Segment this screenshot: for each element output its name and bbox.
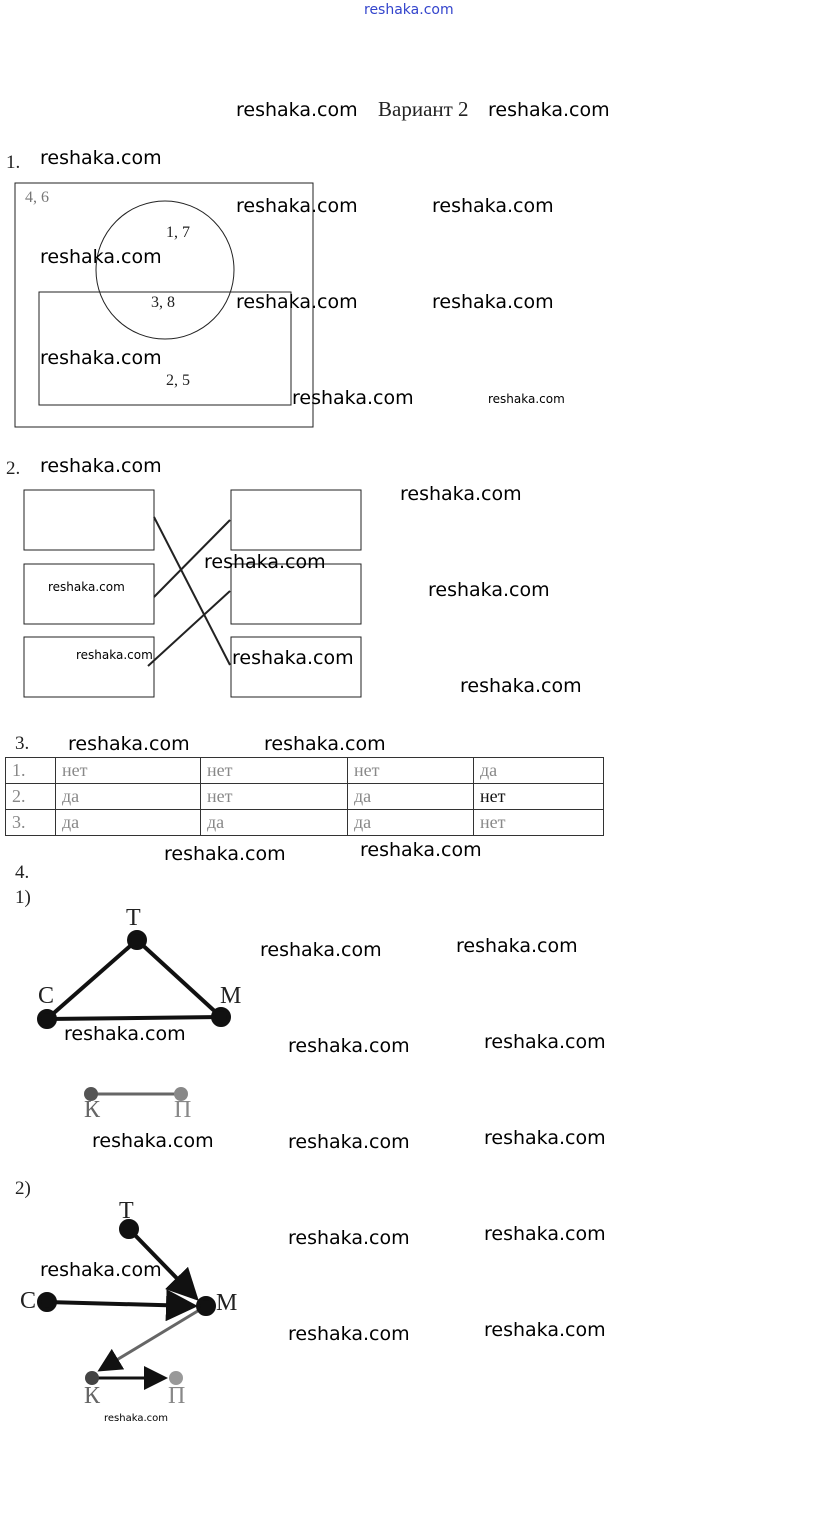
- task-2-number: 2.: [6, 458, 21, 479]
- watermark: reshaka.com: [484, 1127, 606, 1149]
- matching-diagram: [23, 489, 362, 698]
- watermark: reshaka.com: [488, 99, 610, 121]
- graph1-node-k: К: [84, 1097, 101, 1123]
- site-link[interactable]: reshaka.com: [364, 2, 454, 18]
- watermark: reshaka.com: [260, 939, 382, 961]
- watermark: reshaka.com: [432, 195, 554, 217]
- task-4-number: 4.: [15, 862, 30, 883]
- watermark: reshaka.com: [92, 1130, 214, 1152]
- watermark: reshaka.com: [456, 935, 578, 957]
- watermark: reshaka.com: [40, 347, 162, 369]
- watermark: reshaka.com: [40, 147, 162, 169]
- graph1-node-c: С: [38, 983, 55, 1009]
- graph1-node-t: Т: [126, 905, 141, 931]
- venn-diagram: [14, 182, 314, 428]
- page-title: Вариант 2: [378, 97, 469, 121]
- graph2-node-t: Т: [119, 1198, 134, 1224]
- graph1-node-m: М: [220, 983, 242, 1009]
- watermark: reshaka.com: [104, 1413, 168, 1424]
- graph-1: [37, 930, 231, 1101]
- watermark: reshaka.com: [64, 1023, 186, 1045]
- venn-circle-label: 1, 7: [166, 224, 190, 241]
- watermark: reshaka.com: [460, 675, 582, 697]
- watermark: reshaka.com: [68, 733, 190, 755]
- venn-rect-label: 2, 5: [166, 372, 190, 389]
- watermark: reshaka.com: [360, 839, 482, 861]
- task-3-number: 3.: [15, 733, 30, 754]
- watermark: reshaka.com: [292, 387, 414, 409]
- graph2-node-k: К: [84, 1383, 101, 1409]
- watermark: reshaka.com: [400, 483, 522, 505]
- watermark: reshaka.com: [204, 551, 326, 573]
- part-2-label: 2): [15, 1178, 31, 1199]
- part-1-label: 1): [15, 887, 31, 908]
- graph2-node-p: П: [168, 1383, 186, 1409]
- watermark: reshaka.com: [76, 648, 153, 662]
- watermark: reshaka.com: [40, 1259, 162, 1281]
- watermark: reshaka.com: [288, 1227, 410, 1249]
- watermark: reshaka.com: [164, 843, 286, 865]
- watermark: reshaka.com: [236, 291, 358, 313]
- watermark: reshaka.com: [40, 455, 162, 477]
- graph1-node-p: П: [174, 1097, 192, 1123]
- watermark: reshaka.com: [484, 1319, 606, 1341]
- watermark: reshaka.com: [264, 733, 386, 755]
- watermark: reshaka.com: [48, 580, 125, 594]
- graph-2: [37, 1219, 216, 1390]
- task-1-number: 1.: [6, 152, 21, 173]
- watermark: reshaka.com: [288, 1035, 410, 1057]
- venn-outer-label: 4, 6: [25, 189, 49, 206]
- venn-intersection-label: 3, 8: [151, 294, 175, 311]
- watermark: reshaka.com: [288, 1131, 410, 1153]
- watermark: reshaka.com: [428, 579, 550, 601]
- watermark: reshaka.com: [484, 1031, 606, 1053]
- watermark: reshaka.com: [432, 291, 554, 313]
- watermark: reshaka.com: [40, 246, 162, 268]
- watermark: reshaka.com: [236, 99, 358, 121]
- graph2-node-c: С: [20, 1288, 37, 1314]
- watermark: reshaka.com: [488, 392, 565, 406]
- watermark: reshaka.com: [236, 195, 358, 217]
- watermark: reshaka.com: [288, 1323, 410, 1345]
- watermark: reshaka.com: [484, 1223, 606, 1245]
- watermark: reshaka.com: [232, 647, 354, 669]
- graph2-node-m: М: [216, 1290, 238, 1316]
